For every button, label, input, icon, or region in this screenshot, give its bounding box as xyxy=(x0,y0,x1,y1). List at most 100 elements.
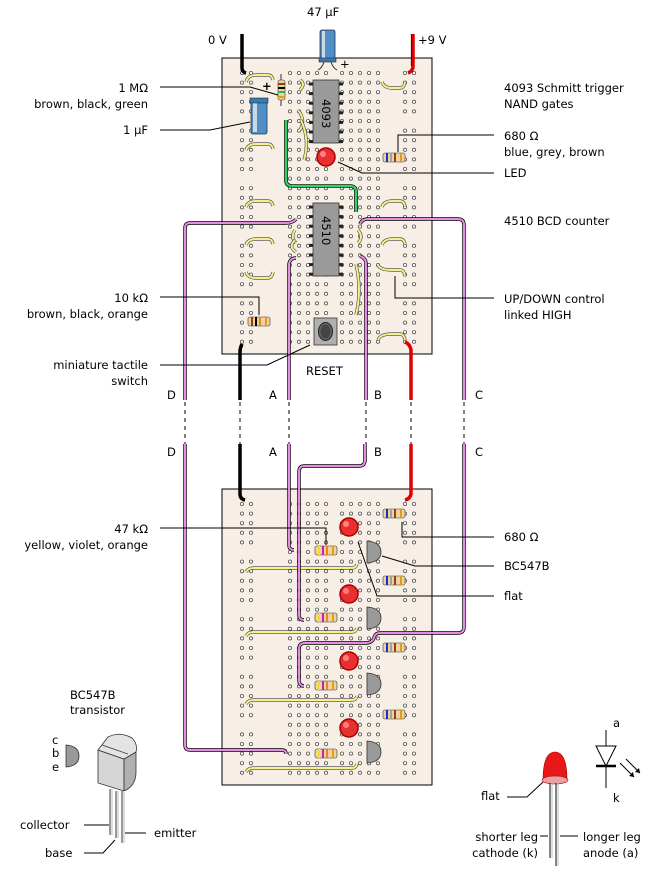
ic-pin xyxy=(309,101,313,105)
long-leg-label-1: longer leg xyxy=(583,830,641,844)
breadboard-hole xyxy=(375,90,380,95)
breadboard-hole xyxy=(402,128,407,133)
breadboard-hole xyxy=(305,626,310,631)
breadboard-hole xyxy=(339,569,344,574)
breadboard-hole xyxy=(287,655,292,660)
connector-letters-top: D A B C xyxy=(167,388,483,402)
breadboard-hole xyxy=(323,761,328,766)
breadboard-hole xyxy=(357,646,362,651)
breadboard-hole xyxy=(411,646,416,651)
breadboard-hole xyxy=(411,703,416,708)
resistor-band xyxy=(400,710,402,719)
breadboard-hole xyxy=(339,646,344,651)
ic-4510 xyxy=(309,202,343,277)
breadboard-hole xyxy=(305,665,310,670)
breadboard-hole xyxy=(339,578,344,583)
breadboard-hole xyxy=(402,636,407,641)
led-body xyxy=(339,651,359,671)
ic1-label-1: 4093 Schmitt trigger xyxy=(504,81,624,95)
breadboard-hole xyxy=(402,253,407,258)
led-body xyxy=(339,718,359,738)
breadboard-hole xyxy=(366,501,371,506)
breadboard-hole xyxy=(402,166,407,171)
base-label: base xyxy=(45,846,72,860)
breadboard-hole xyxy=(402,674,407,679)
breadboard-hole xyxy=(296,195,301,200)
breadboard-hole xyxy=(411,71,416,76)
resistor-band xyxy=(394,509,396,518)
breadboard-hole xyxy=(239,540,244,545)
breadboard-hole xyxy=(248,703,253,708)
breadboard-hole xyxy=(366,521,371,526)
reset-switch[interactable] xyxy=(313,317,338,346)
breadboard-hole xyxy=(339,742,344,747)
breadboard-hole xyxy=(239,272,244,277)
breadboard-hole xyxy=(314,176,319,181)
breadboard-hole xyxy=(411,186,416,191)
breadboard-hole xyxy=(357,166,362,171)
breadboard-hole xyxy=(375,310,380,315)
breadboard-hole xyxy=(339,626,344,631)
breadboard-hole xyxy=(287,205,292,210)
breadboard-hole xyxy=(239,713,244,718)
breadboard-hole xyxy=(411,626,416,631)
ic-pin xyxy=(339,130,343,134)
breadboard-hole xyxy=(305,282,310,287)
c1uf-label: 1 µF xyxy=(123,123,148,137)
breadboard-hole xyxy=(366,770,371,775)
breadboard-hole xyxy=(366,330,371,335)
breadboard-hole xyxy=(296,166,301,171)
ic-pin xyxy=(339,215,343,219)
breadboard-hole xyxy=(314,665,319,670)
resistor-band xyxy=(326,681,328,690)
breadboard-hole xyxy=(402,501,407,506)
resistor-band xyxy=(318,613,320,622)
base-leader xyxy=(84,839,116,854)
breadboard-hole xyxy=(305,655,310,660)
breadboard-hole xyxy=(339,770,344,775)
breadboard-hole xyxy=(402,282,407,287)
breadboard-hole xyxy=(305,646,310,651)
breadboard-hole xyxy=(357,511,362,516)
breadboard-hole xyxy=(248,626,253,631)
breadboard-hole xyxy=(314,569,319,574)
breadboard-hole xyxy=(375,770,380,775)
link-wire xyxy=(245,563,358,573)
breadboard-hole xyxy=(402,301,407,306)
ic-pin xyxy=(339,101,343,105)
resistor-band xyxy=(386,710,388,719)
breadboard-hole xyxy=(357,71,362,76)
r1m-colors-label: brown, black, green xyxy=(34,97,148,111)
breadboard-hole xyxy=(348,569,353,574)
link-wire xyxy=(381,81,406,89)
connector-a-bottom: A xyxy=(269,445,277,459)
breadboard-hole xyxy=(287,224,292,229)
breadboard-hole xyxy=(357,569,362,574)
breadboard-hole xyxy=(248,713,253,718)
breadboard-hole xyxy=(375,195,380,200)
connector-c-top: C xyxy=(475,388,483,402)
breadboard-hole xyxy=(287,80,292,85)
breadboard-hole xyxy=(239,157,244,162)
resistor-47k xyxy=(314,748,338,759)
breadboard-hole xyxy=(305,310,310,315)
breadboard-hole xyxy=(357,530,362,535)
breadboard-hole xyxy=(366,176,371,181)
breadboard-hole xyxy=(296,626,301,631)
breadboard-hole xyxy=(323,742,328,747)
ic-pin xyxy=(309,253,313,257)
breadboard-hole xyxy=(348,157,353,162)
breadboard-hole xyxy=(348,234,353,239)
breadboard-hole xyxy=(348,636,353,641)
r47k-value-label: 47 kΩ xyxy=(114,522,148,536)
bc547b-transistor xyxy=(366,672,382,696)
connector-b-bottom: B xyxy=(374,445,382,459)
breadboard-hole xyxy=(314,578,319,583)
breadboard-hole xyxy=(248,301,253,306)
breadboard-hole xyxy=(366,109,371,114)
breadboard-hole xyxy=(375,224,380,229)
led-body xyxy=(339,517,359,537)
breadboard-hole xyxy=(287,578,292,583)
breadboard-hole xyxy=(357,770,362,775)
breadboard-hole xyxy=(375,176,380,181)
